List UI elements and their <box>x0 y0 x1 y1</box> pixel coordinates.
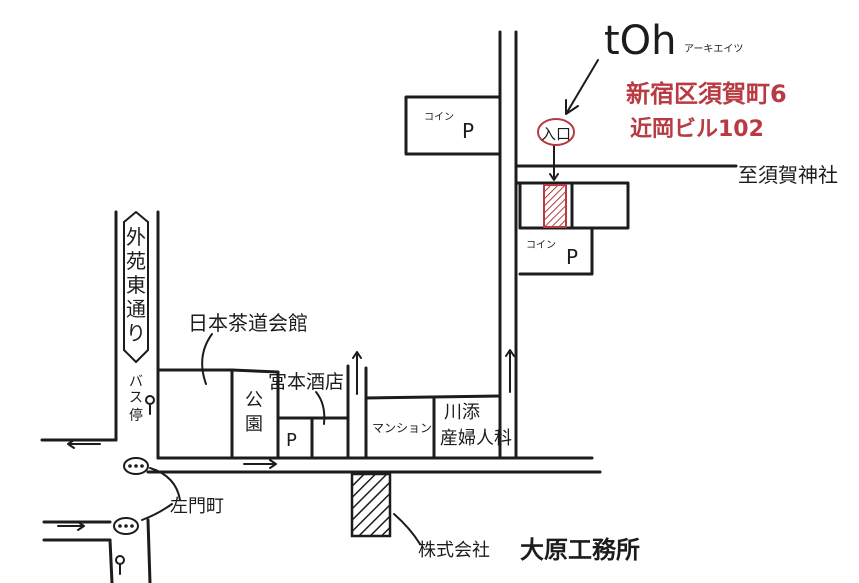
labels: tOh アーキエイツ 新宿区須賀町6 近岡ビル102 入口 至須賀神社 コイン … <box>129 18 838 564</box>
entrance-unit-hatched <box>543 184 567 228</box>
roads <box>40 30 738 583</box>
arrow-west-upper <box>67 439 101 449</box>
leader-samoncho-2 <box>141 503 173 521</box>
leader-lines <box>141 59 599 545</box>
arrow-north-center <box>352 351 362 395</box>
arrow-east-main <box>243 459 277 469</box>
bus-stop-char-3: 停 <box>129 407 143 424</box>
leader-entrance <box>565 59 599 115</box>
kawazoe-clinic-line-2: 産婦人科 <box>440 428 512 449</box>
logo-main: tOh <box>604 18 677 64</box>
gaien-street-right-edge-lower <box>146 518 152 583</box>
leader-entrance-down <box>549 145 559 181</box>
bus-stop-pole-icon-upper <box>145 395 155 415</box>
mansion-label: マンション <box>372 421 432 435</box>
miyamoto-saketen-label: 宮本酒店 <box>268 371 344 393</box>
company-prefix: 株式会社 <box>418 540 490 561</box>
gaien-char-2: 苑 <box>126 249 146 273</box>
address-line-1: 新宿区須賀町6 <box>626 80 787 108</box>
gaien-char-5: り <box>126 321 146 345</box>
leader-ohara <box>393 513 421 545</box>
coin-parking-top-p: P <box>462 119 474 143</box>
to-suga-shrine-label: 至須賀神社 <box>738 163 838 187</box>
miyamoto-parking-p: P <box>286 430 297 451</box>
bus-stop-char-1: バ <box>129 374 143 390</box>
kawazoe-clinic-line-1: 川添 <box>444 402 480 423</box>
coin-parking-right-label: コイン <box>526 240 556 251</box>
gaien-street-left-edge-lower <box>108 538 114 583</box>
leader-chado-kaikan <box>201 333 213 385</box>
gaien-char-3: 東 <box>126 273 146 297</box>
coin-parking-top <box>404 95 502 156</box>
gaien-char-4: 通 <box>126 297 146 321</box>
arrow-east-lower <box>57 521 85 531</box>
bus-stops <box>113 395 155 575</box>
bus-stop-lower-dot-1 <box>118 524 122 528</box>
address-line-2: 近岡ビル102 <box>630 116 764 142</box>
sign-bottom-bracket <box>123 349 149 363</box>
park-label-char-2: 園 <box>245 414 263 435</box>
park-label-char-1: 公 <box>245 390 263 411</box>
traffic-arrows <box>57 349 515 531</box>
arrow-north-right <box>505 349 515 393</box>
park-block <box>230 368 280 460</box>
bus-stop-upper-dot-3 <box>140 464 144 468</box>
target-building <box>518 181 630 230</box>
bus-stop-upper-dot-2 <box>134 464 138 468</box>
coin-parking-right <box>518 226 594 276</box>
gaien-street-sign: 外 苑 東 通 り <box>123 211 149 363</box>
sign-top-bracket <box>123 211 149 223</box>
coin-parking-top-label: コイン <box>424 112 454 123</box>
gaien-char-1: 外 <box>126 225 146 249</box>
bus-stop-lower-dot-3 <box>130 524 134 528</box>
bus-stop-upper-dot-1 <box>128 464 132 468</box>
logo-sub: アーキエイツ <box>684 44 743 55</box>
company-name: 大原工務所 <box>520 536 640 564</box>
coin-parking-right-p: P <box>566 245 578 269</box>
buildings <box>156 95 630 538</box>
leader-miyamoto <box>315 391 326 425</box>
samoncho-label: 左門町 <box>170 496 224 517</box>
nihon-chado-kaikan-label: 日本茶道会館 <box>188 311 308 335</box>
nihon-chado-kaikan-building <box>156 368 234 460</box>
entrance-circle-icon <box>537 118 575 146</box>
bus-stop-lower-dot-2 <box>124 524 128 528</box>
bus-stop-pole-icon-lower <box>115 555 125 575</box>
bus-stop-char-2: ス <box>129 390 143 406</box>
entrance-label: 入口 <box>541 125 571 143</box>
ohara-koumusho-building <box>350 472 392 538</box>
leader-samoncho-1 <box>149 467 181 501</box>
